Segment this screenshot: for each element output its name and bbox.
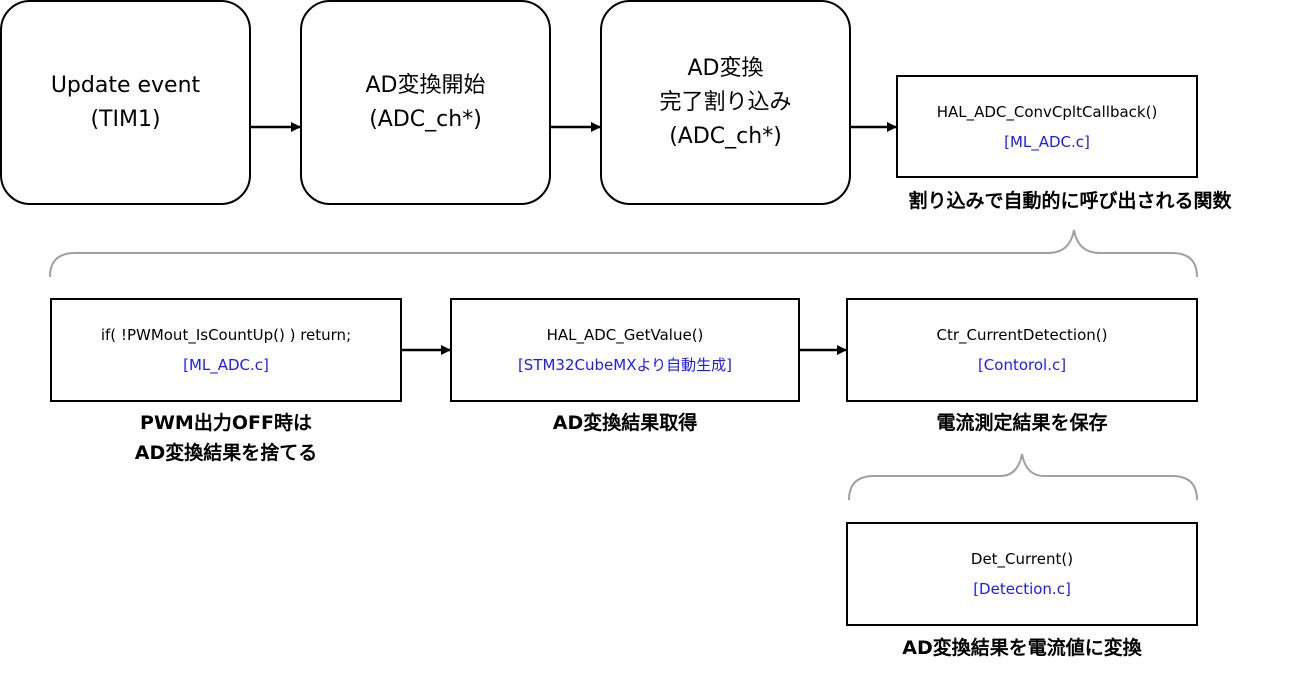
current-detection-file: [Contorol.c] (977, 356, 1067, 374)
det-current-caption: AD変換結果を電流値に変換 (902, 637, 1142, 659)
brace-callback (49, 229, 1198, 278)
pwm-check-node: if( !PWMout_IsCountUp() ) return; [ML_AD… (50, 298, 402, 402)
ad-complete-line-3: (ADC_ch*) (669, 123, 782, 149)
get-value-node: HAL_ADC_GetValue() [STM32CubeMXより自動生成] (450, 298, 800, 402)
current-detection-node: Ctr_CurrentDetection() [Contorol.c] (846, 298, 1198, 402)
callback-caption: 割り込みで自動的に呼び出される関数 (908, 190, 1232, 212)
callback-func: HAL_ADC_ConvCpltCallback() (936, 102, 1158, 121)
pwm-check-file: [ML_ADC.c] (183, 356, 269, 374)
det-current-func: Det_Current() (970, 550, 1074, 568)
current-detection-caption: 電流測定結果を保存 (936, 412, 1108, 434)
brace-current-detection (848, 453, 1198, 501)
get-value-caption: AD変換結果取得 (552, 412, 698, 434)
update-event-node: Update event (TIM1) (0, 0, 251, 205)
ad-complete-line-2: 完了割り込み (659, 89, 792, 115)
pwm-check-caption: PWM出力OFF時は AD変換結果を捨てる (50, 408, 402, 468)
pwm-check-caption-line-1: PWM出力OFF時は (140, 412, 312, 434)
pwm-check-func: if( !PWMout_IsCountUp() ) return; (100, 326, 352, 344)
ad-start-line-2: (ADC_ch*) (369, 106, 482, 132)
callback-file: [ML_ADC.c] (1004, 132, 1090, 151)
det-current-node: Det_Current() [Detection.c] (846, 522, 1198, 626)
get-value-func: HAL_ADC_GetValue() (546, 326, 704, 344)
ad-start-line-1: AD変換開始 (365, 72, 486, 98)
ad-complete-node: AD変換 完了割り込み (ADC_ch*) (600, 0, 851, 205)
update-event-line-1: Update event (50, 72, 201, 98)
ad-start-node: AD変換開始 (ADC_ch*) (300, 0, 551, 205)
update-event-line-2: (TIM1) (90, 106, 161, 132)
ad-complete-line-1: AD変換 (687, 55, 764, 81)
pwm-check-caption-line-2: AD変換結果を捨てる (134, 442, 318, 464)
callback-node: HAL_ADC_ConvCpltCallback() [ML_ADC.c] (896, 75, 1198, 178)
get-value-file: [STM32CubeMXより自動生成] (517, 356, 733, 374)
current-detection-func: Ctr_CurrentDetection() (936, 326, 1108, 344)
det-current-file: [Detection.c] (973, 580, 1071, 598)
